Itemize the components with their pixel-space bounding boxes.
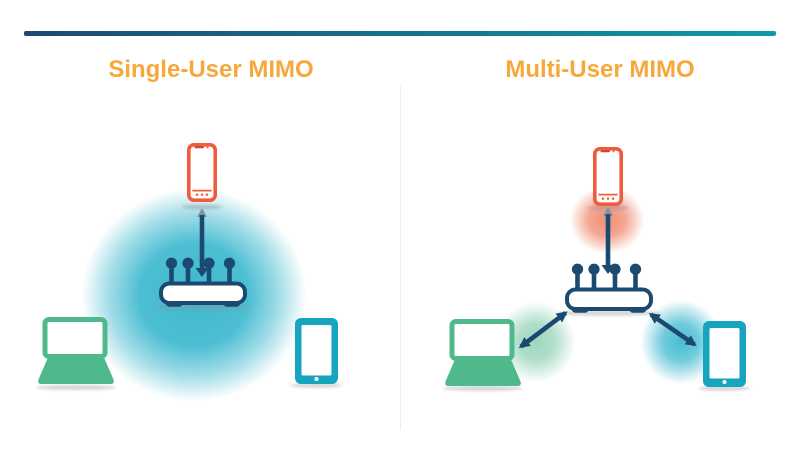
smartphone-shadow [181,204,223,210]
laptop-icon [445,319,521,386]
arrow-down-head [195,268,209,277]
tablet-shadow [290,383,342,388]
signal-arrow-smartphone [195,208,209,277]
laptop-icon [38,317,114,384]
top-accent-bar [24,31,776,36]
tablet-icon [703,321,746,387]
signal-arrow-laptop [518,311,568,349]
tablet-home-button [314,377,319,381]
phone-dot [205,193,209,196]
router-body [565,287,653,311]
phone-body [592,146,623,207]
laptop-base [38,358,114,384]
router-body [159,281,247,305]
single-user-diagram [36,142,342,425]
smartphone-icon [186,142,217,203]
phone-notch [194,146,204,149]
router-icon [159,257,247,307]
phone-dot [195,193,199,196]
signal-arrow-tablet [648,312,697,347]
tablet-home-button [722,380,727,384]
arrow-up-head [197,208,207,217]
laptop-shadow [443,385,523,392]
tablet-shadow [698,386,751,391]
phone-dot [200,193,204,196]
laptop-screen [42,317,108,359]
phone-body [186,142,217,203]
router-icon [565,263,653,313]
multi-user-diagram [443,146,751,396]
tablet-icon [295,318,338,384]
single-user-panel: Single-User MIMO [36,56,342,425]
phone-dot [606,197,610,200]
panel-divider [400,86,401,430]
phone-camera-dot [206,146,209,149]
arrow-up-head [603,207,613,216]
laptop-shadow [36,384,116,391]
single-user-mimo-title: Single-User MIMO [108,56,314,83]
tablet-screen [709,328,740,379]
multi-user-panel: Multi-User MIMO [400,0,800,450]
multi-user-mimo-title: Multi-User MIMO [505,56,695,83]
phone-dot [601,197,605,200]
laptop-base [445,360,521,386]
router-antennas [571,263,642,292]
smartphone-icon [592,146,623,207]
phone-camera-dot [612,150,615,153]
router-antennas [165,257,236,286]
phone-notch [600,150,610,153]
laptop-screen [449,319,515,361]
tablet-screen [301,325,332,376]
phone-dot [611,197,615,200]
